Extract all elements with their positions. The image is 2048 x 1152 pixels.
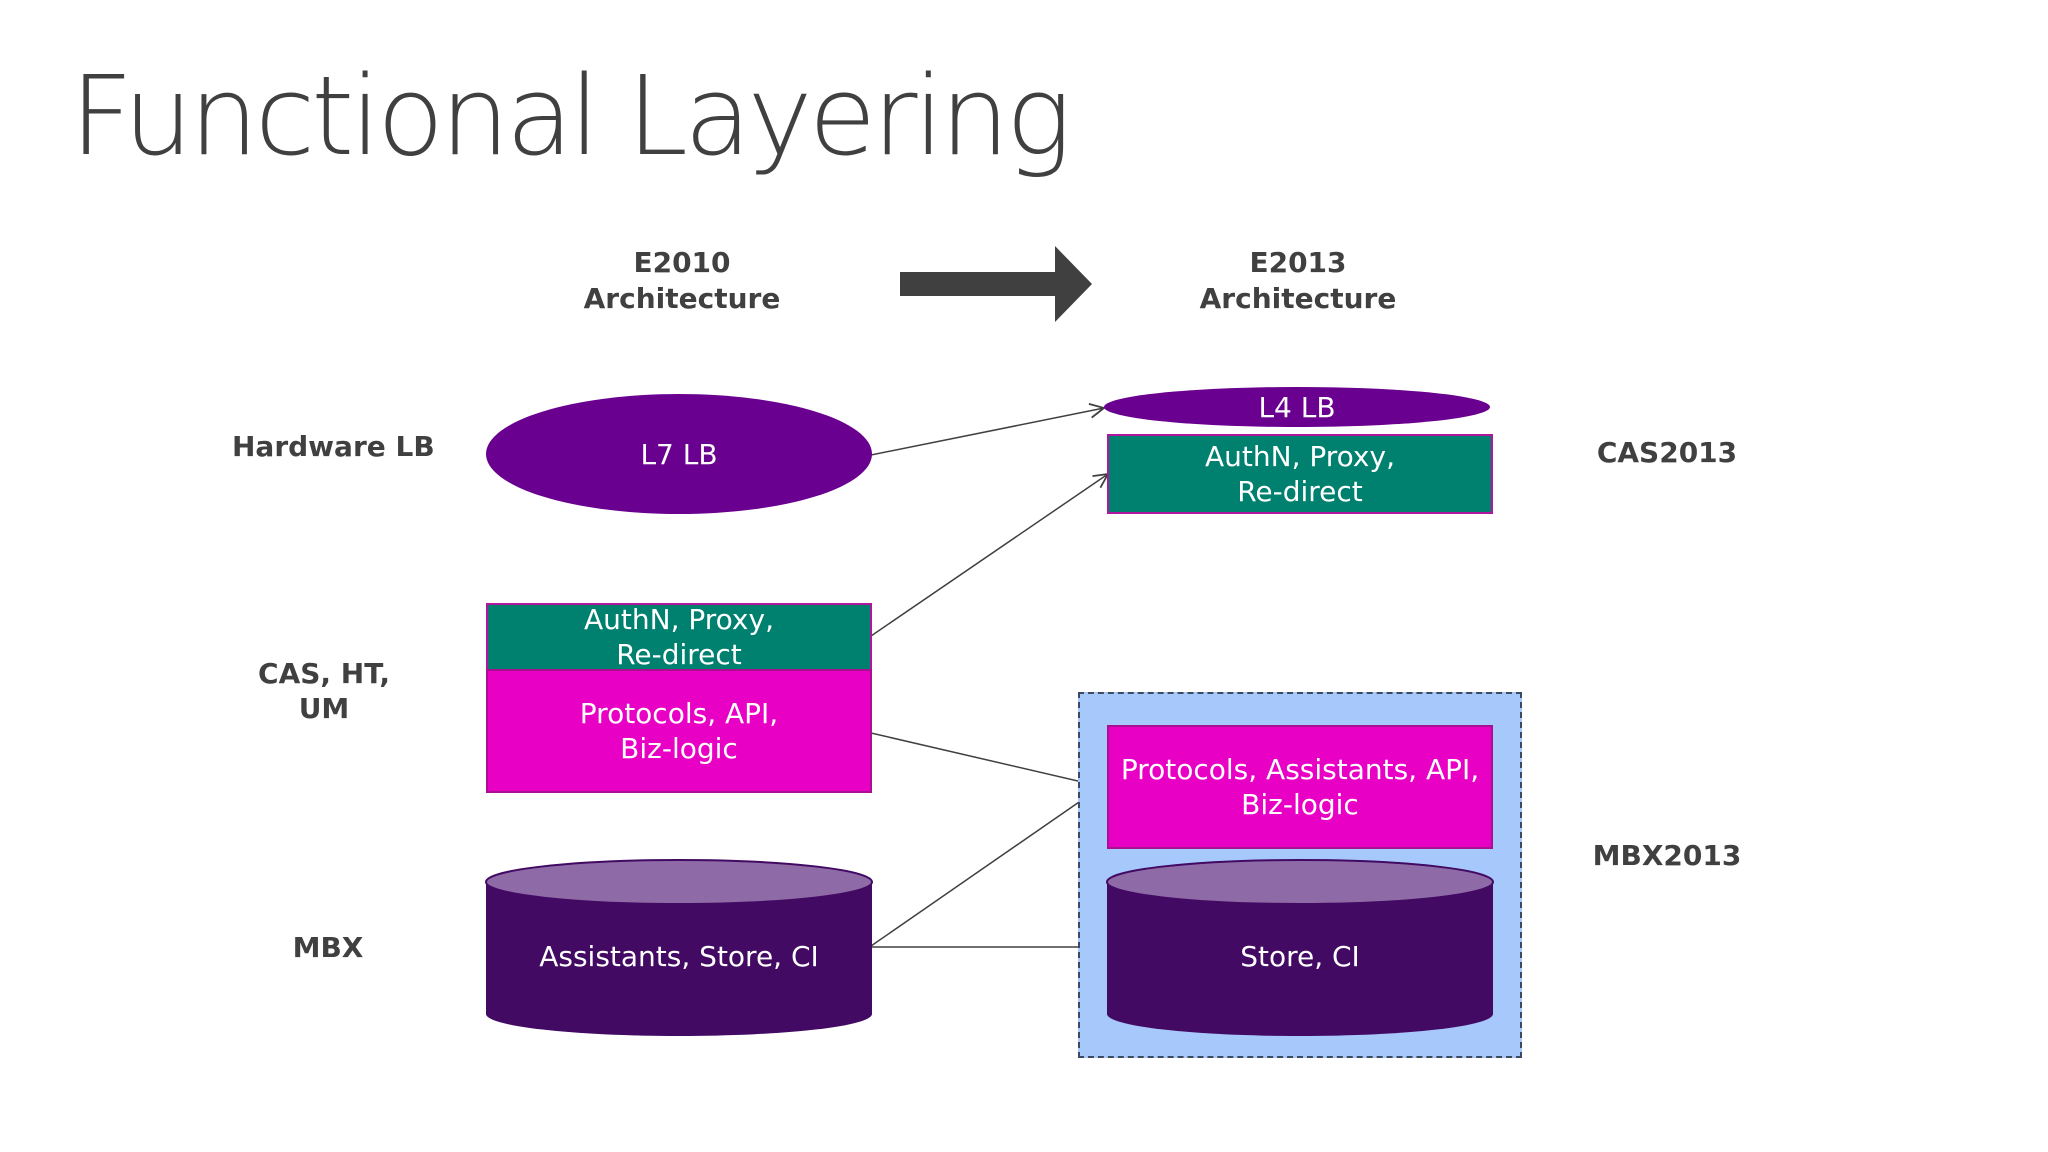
e2010-protocols-box: Protocols, API, Biz-logic bbox=[486, 669, 872, 793]
row-label-cas-ht-um: CAS, HT, UM bbox=[224, 656, 424, 726]
e2010-protocols-line1: Protocols, API, bbox=[579, 697, 779, 730]
e2010-header: E2010 Architecture bbox=[532, 245, 832, 317]
row-label-cas-ht-um-line1: CAS, HT, bbox=[258, 657, 390, 690]
e2013-protocols-line2: Biz-logic bbox=[1241, 788, 1359, 821]
side-label-cas2013: CAS2013 bbox=[1596, 436, 1738, 469]
e2010-store-label: Assistants, Store, CI bbox=[539, 940, 819, 973]
e2010-protocols-line2: Biz-logic bbox=[620, 732, 738, 765]
row-label-cas-ht-um-line2: UM bbox=[298, 692, 350, 725]
e2013-header: E2013 Architecture bbox=[1148, 245, 1448, 317]
e2010-authn-box: AuthN, Proxy, Re-direct bbox=[486, 603, 872, 671]
row-label-hardware-lb: Hardware LB bbox=[232, 430, 435, 463]
e2013-authn-box: AuthN, Proxy, Re-direct bbox=[1107, 434, 1493, 514]
e2013-store-label: Store, CI bbox=[1240, 940, 1360, 973]
side-label-mbx2013: MBX2013 bbox=[1592, 839, 1742, 872]
e2013-header-line2: Architecture bbox=[1199, 282, 1397, 315]
connector-authn-to-cas2013 bbox=[870, 474, 1108, 637]
row-label-mbx: MBX bbox=[292, 931, 364, 964]
e2013-authn-line1: AuthN, Proxy, bbox=[1205, 440, 1395, 473]
e2010-authn-line2: Re-direct bbox=[616, 638, 742, 671]
e2013-l4-lb: L4 LB bbox=[1104, 387, 1490, 427]
e2010-l7-lb: L7 LB bbox=[486, 394, 872, 514]
e2013-l4-lb-label: L4 LB bbox=[1258, 390, 1336, 424]
connector-protocols-to-mbx2013 bbox=[870, 732, 1108, 788]
e2013-protocols-box: Protocols, Assistants, API, Biz-logic bbox=[1107, 725, 1493, 849]
slide-title: Functional Layering bbox=[70, 52, 1072, 180]
e2010-header-line2: Architecture bbox=[583, 282, 781, 315]
e2010-l7-lb-label: L7 LB bbox=[640, 437, 718, 471]
e2010-authn-line1: AuthN, Proxy, bbox=[584, 603, 774, 636]
e2013-protocols-line1: Protocols, Assistants, API, bbox=[1120, 753, 1480, 786]
e2010-header-line1: E2010 bbox=[633, 246, 731, 279]
e2013-header-line1: E2013 bbox=[1249, 246, 1347, 279]
e2013-authn-line2: Re-direct bbox=[1237, 475, 1363, 508]
connector-l7-to-l4 bbox=[870, 408, 1104, 456]
transition-arrow-icon bbox=[900, 246, 1092, 322]
connector-store-to-protocols bbox=[870, 782, 1108, 947]
